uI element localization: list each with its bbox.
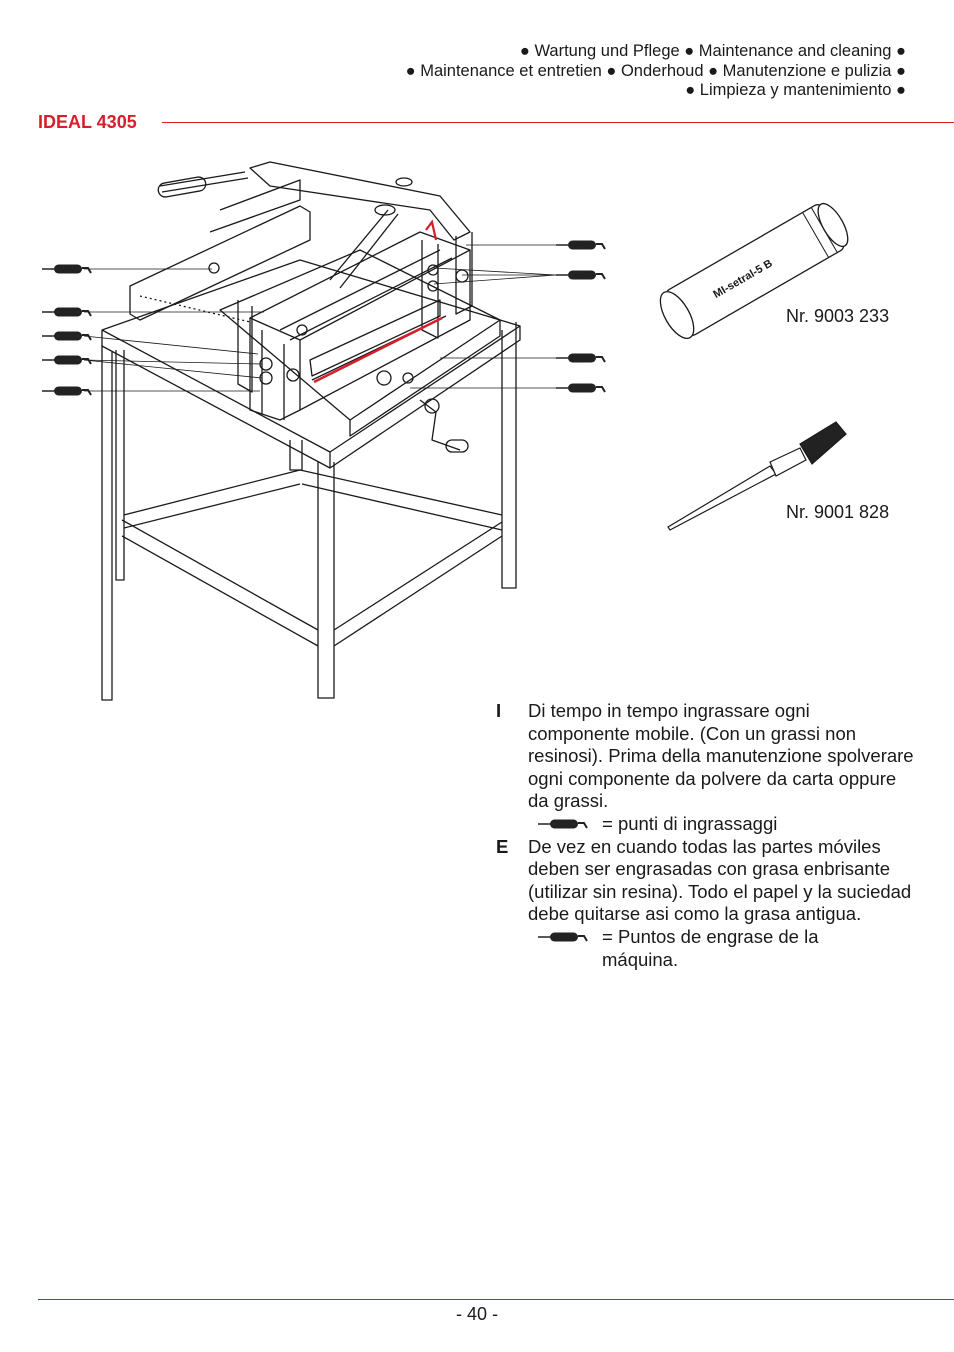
- header-line-2: ● Maintenance et entretien ● Onderhoud ●…: [405, 61, 906, 80]
- instruction-spanish: E De vez en cuando todas las partes móvi…: [494, 836, 914, 926]
- instruction-block: I Di tempo in tempo ingrassare ogni comp…: [494, 700, 914, 971]
- language-letter: I: [496, 700, 502, 721]
- legend-text: = Puntos de engrase de la máquina.: [602, 925, 819, 970]
- header-line-1: ● Wartung und Pflege ● Maintenance and c…: [519, 42, 906, 60]
- grease-tube-icon: MI-setral-5 B: [659, 202, 849, 339]
- legend-spanish: = Puntos de engrase de la máquina.: [494, 926, 914, 971]
- grease-point-icon: [538, 932, 588, 942]
- legend-italian: = punti di ingrassaggi: [494, 813, 914, 836]
- header-divider: [162, 122, 954, 123]
- legend-text: = punti di ingrassaggi: [602, 812, 778, 834]
- instruction-italian: I Di tempo in tempo ingrassare ogni comp…: [494, 700, 914, 813]
- model-title: IDEAL 4305: [38, 112, 137, 132]
- brush-product-number: Nr. 9001 828: [786, 502, 890, 522]
- grease-point-icon: [538, 819, 588, 829]
- instruction-text: Di tempo in tempo ingrassare ogni compon…: [528, 700, 914, 812]
- page-number: - 40 -: [455, 1304, 498, 1324]
- section-header: ● Wartung und Pflege ● Maintenance and c…: [206, 42, 906, 101]
- grease-point-icon: [41, 239, 606, 397]
- footer-divider: [38, 1299, 954, 1300]
- instruction-text: De vez en cuando todas las partes móvile…: [528, 835, 912, 925]
- tube-product-number: Nr. 9003 233: [786, 306, 890, 326]
- language-letter: E: [496, 835, 509, 857]
- header-line-3: ● Limpieza y mantenimiento ●: [685, 81, 906, 99]
- brush-icon: [667, 421, 847, 531]
